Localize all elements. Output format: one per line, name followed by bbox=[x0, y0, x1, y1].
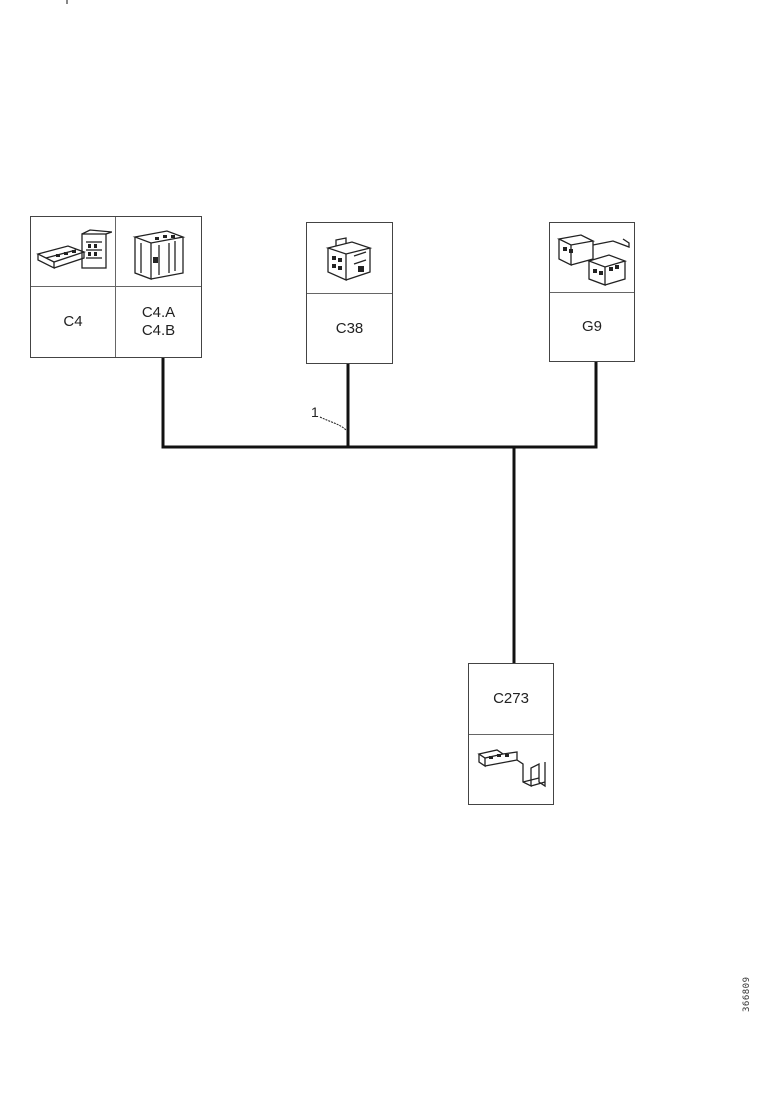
margin-tick-mark bbox=[66, 0, 68, 4]
connector-c273-image bbox=[469, 735, 553, 804]
harness-callout-number: 1 bbox=[311, 404, 319, 420]
connector-group-g9: G9 bbox=[549, 222, 635, 362]
connector-c4-label: C4 bbox=[31, 287, 116, 357]
connector-icon bbox=[556, 233, 630, 286]
connector-c4a-label: C4.A bbox=[141, 304, 176, 321]
connector-group-c4: C4 C4.A C4.B bbox=[30, 216, 202, 358]
connector-c4ab-label: C4.A C4.B bbox=[116, 287, 201, 357]
connector-c38-label: C38 bbox=[335, 319, 364, 337]
connector-c4-image bbox=[31, 217, 116, 287]
connector-c38-image bbox=[307, 223, 392, 294]
document-id: 366809 bbox=[742, 976, 752, 1012]
connector-g9-label: G9 bbox=[581, 318, 602, 335]
connector-icon bbox=[477, 748, 546, 787]
connector-g9-image bbox=[550, 223, 634, 293]
connector-group-c38: C38 bbox=[306, 222, 393, 364]
connector-c4b-label: C4.B bbox=[141, 322, 176, 339]
connector-icon bbox=[132, 229, 185, 280]
connector-icon bbox=[325, 237, 372, 282]
connector-group-c273: C273 bbox=[468, 663, 554, 805]
connector-icon bbox=[36, 228, 112, 269]
callout-leader-line bbox=[319, 416, 347, 431]
connector-c4ab-image bbox=[116, 217, 201, 287]
connector-c273-label: C273 bbox=[469, 664, 553, 735]
